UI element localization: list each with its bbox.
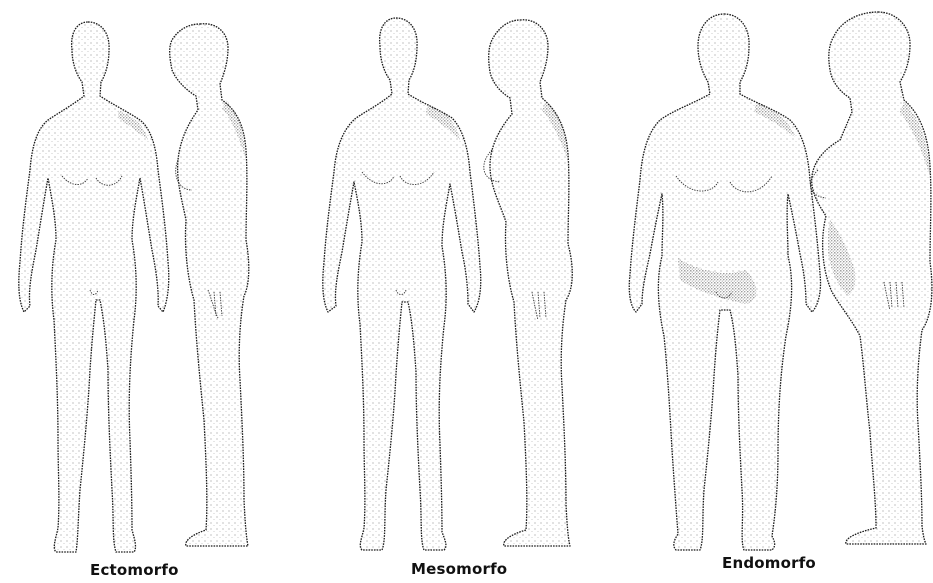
endomorph-label: Endomorfo xyxy=(722,554,816,572)
mesomorph-side-figure xyxy=(484,20,572,546)
ectomorph-side-figure xyxy=(170,24,249,546)
ectomorph-front-figure xyxy=(19,22,169,552)
endomorph-side-figure xyxy=(810,12,931,544)
mesomorph-label: Mesomorfo xyxy=(411,560,507,578)
mesomorph-front-figure xyxy=(323,18,481,550)
ectomorph-label: Ectomorfo xyxy=(90,561,179,579)
endomorph-front-figure xyxy=(629,14,820,550)
